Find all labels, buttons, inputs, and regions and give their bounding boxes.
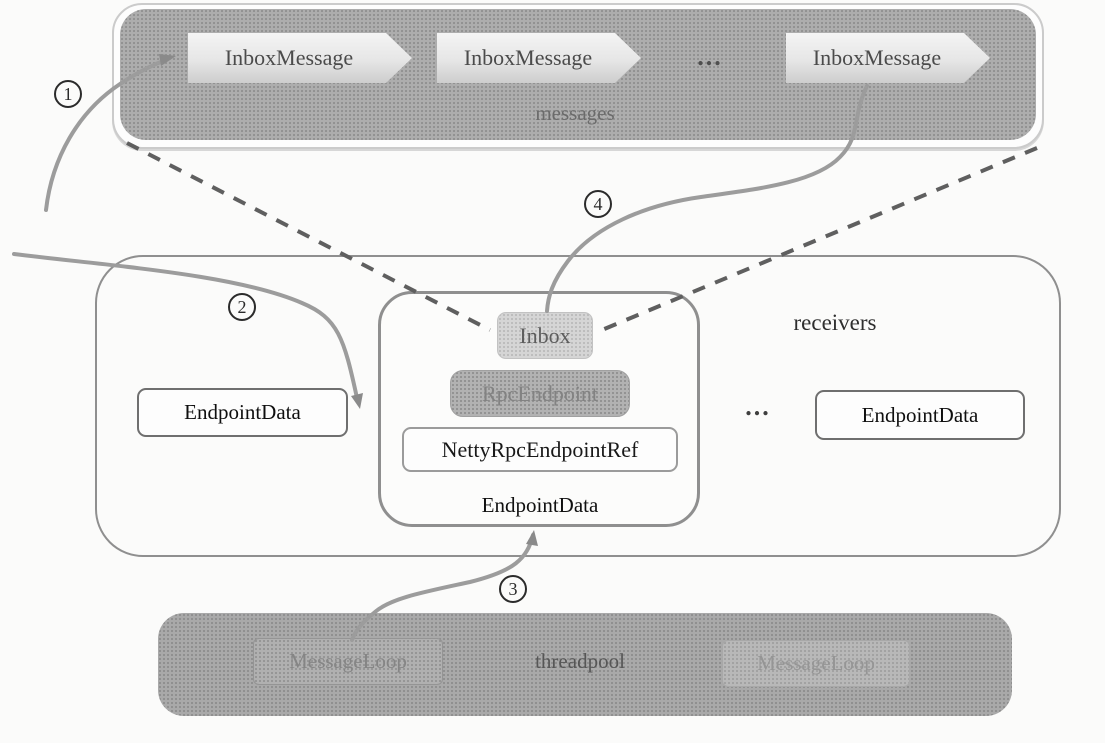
inbox-box: Inbox (497, 312, 593, 359)
messages-queue-ellipsis: ... (697, 42, 723, 71)
receivers-ellipsis: ... (745, 392, 771, 421)
endpoint-data-detail-caption: EndpointData (481, 493, 599, 517)
inbox-message-arrow-2: InboxMessage (437, 33, 641, 83)
inbox-message-arrow-3: InboxMessage (786, 33, 990, 83)
rpc-endpoint-box: RpcEndpoint (450, 370, 630, 417)
netty-rpc-endpoint-ref-box: NettyRpcEndpointRef (402, 427, 678, 472)
endpoint-data-box-left: EndpointData (137, 388, 348, 437)
messages-panel-label: messages (535, 101, 615, 125)
step-marker-3: 3 (499, 575, 527, 603)
step-marker-4: 4 (584, 190, 612, 218)
message-loop-box-right: MessageLoop (722, 640, 910, 687)
endpoint-data-box-right: EndpointData (815, 390, 1025, 440)
step-marker-1: 1 (54, 80, 82, 108)
step-marker-2: 2 (228, 293, 256, 321)
threadpool-panel-label: threadpool (535, 649, 625, 673)
message-loop-box-left: MessageLoop (253, 638, 443, 685)
receivers-panel-label: receivers (793, 310, 877, 335)
inbox-message-arrow-1: InboxMessage (188, 33, 412, 83)
